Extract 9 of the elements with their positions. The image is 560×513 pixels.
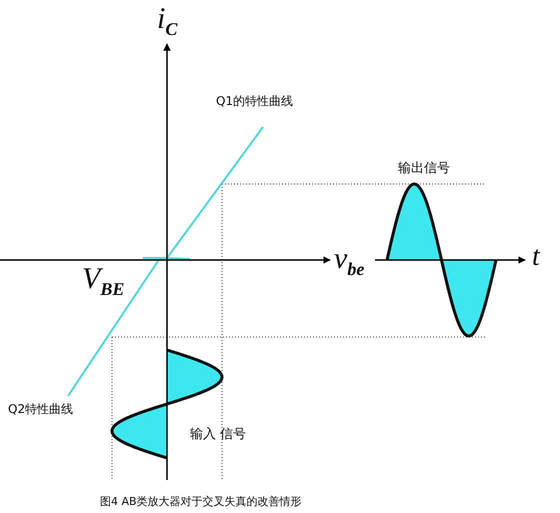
- caption: 图4 AB类放大器对于交叉失真的改善情形: [100, 494, 302, 509]
- axis-label: v$_{be}$: [334, 242, 364, 280]
- axis-label: t: [532, 242, 540, 273]
- axis-label: i$_{C}$: [157, 2, 178, 40]
- signal-label: 输入 信号: [190, 428, 246, 442]
- curve-label: Q1的特性曲线: [216, 95, 294, 108]
- signal-label: 输出信号: [398, 162, 450, 176]
- axis-label: V$_{BE}$: [82, 262, 124, 300]
- curve-label: Q2特性曲线: [8, 403, 74, 416]
